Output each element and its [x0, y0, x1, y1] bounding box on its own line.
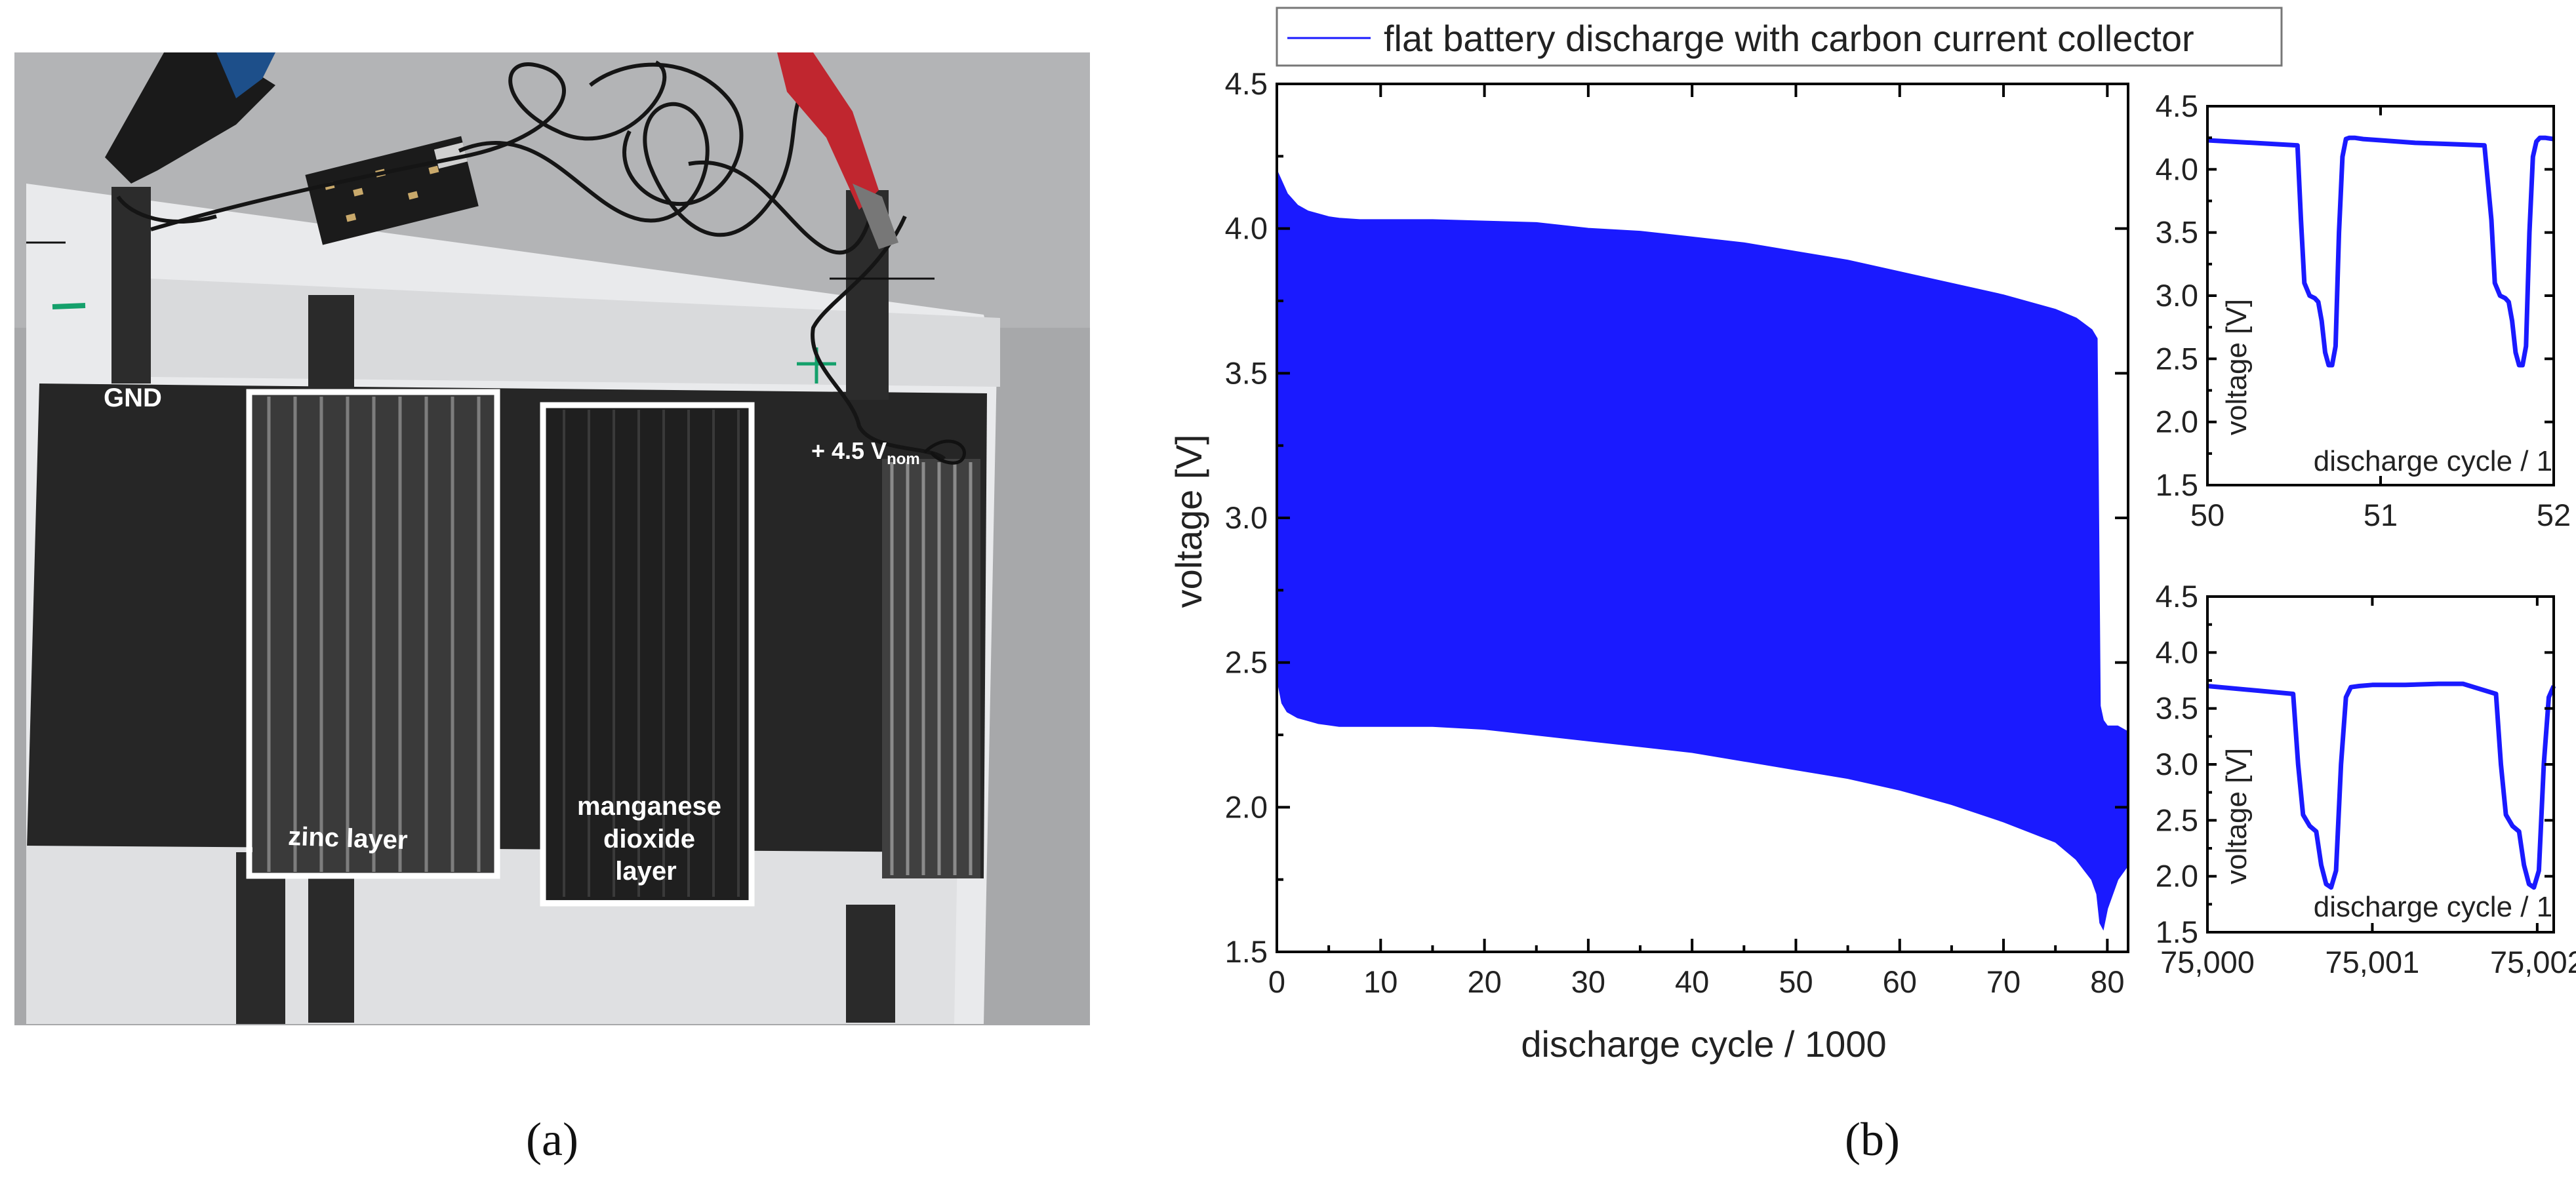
zinc-label: zinc layer	[288, 822, 409, 855]
legend-box	[1276, 7, 2283, 67]
y-tick-label: 2.5	[1225, 645, 1268, 680]
voltage-line	[2207, 681, 2556, 890]
x-tick-label: 60	[1883, 964, 1917, 999]
blue-clip-handle	[216, 52, 275, 98]
x-tick-label: 80	[2090, 964, 2124, 999]
y-tick-label: 4.5	[2156, 88, 2198, 123]
battery-photo: GND + 4.5 Vnom zinc layer manganese diox…	[14, 52, 1090, 1025]
mno2-label-line3: layer	[615, 857, 676, 886]
mno2-region	[544, 405, 751, 900]
caption-b: (b)	[1845, 1113, 1900, 1166]
y-tick-label: 1.5	[1225, 934, 1268, 969]
plus-voltage-label: + 4.5 Vnom	[811, 437, 920, 468]
discharge-band	[1276, 170, 2129, 931]
inset1-ylabel: voltage [V]	[2221, 299, 2253, 435]
x-tick-label: 75,000	[2160, 945, 2255, 979]
red-clip-jaw	[853, 184, 898, 249]
tape-bottom-right	[846, 905, 895, 1023]
y-tick-label: 2.0	[2156, 404, 2198, 439]
inset-chart-cycles-50-52: 1.5 2.0 2.5 3.0 3.5 4.0 4.5 50 51 52 discharge cy…	[2156, 88, 2571, 532]
voltage-line	[2207, 135, 2554, 368]
red-clip	[777, 52, 879, 210]
y-tick-label: 3.0	[2156, 747, 2198, 781]
y-tick-label: 1.5	[2156, 914, 2198, 949]
x-tick-label: 20	[1467, 964, 1501, 999]
y-tick-label: 3.5	[2156, 691, 2198, 726]
legend-entry: flat battery discharge with carbon curre…	[1384, 18, 2194, 59]
tape-strip	[151, 279, 1000, 387]
tape-bottom-left	[236, 852, 285, 1024]
wire-loop	[923, 439, 966, 465]
main-discharge-chart: flat battery discharge with carbon curre…	[1168, 7, 2283, 1065]
mno2-label-line2: dioxide	[603, 825, 695, 854]
caption-a: (a)	[526, 1113, 578, 1166]
x-tick-label: 70	[1986, 964, 2021, 999]
legend: flat battery discharge with carbon curre…	[1276, 7, 2283, 67]
y-tick-label: 4.0	[2156, 635, 2198, 669]
x-tick-label: 75,002	[2490, 945, 2576, 979]
x-tick-label: 75,001	[2325, 945, 2420, 979]
x-tick-label: 0	[1268, 964, 1285, 999]
y-tick-label: 4.0	[1225, 211, 1268, 246]
zinc-stripes	[252, 393, 498, 878]
y-tick-label: 2.5	[2156, 802, 2198, 837]
wires	[116, 60, 946, 461]
x-tick-label: 30	[1571, 964, 1605, 999]
main-xlabel: discharge cycle / 1000	[1521, 1023, 1886, 1065]
tape-left	[111, 187, 151, 384]
inset1-xlabel: discharge cycle / 1	[2314, 445, 2552, 477]
y-tick-label: 3.5	[1225, 355, 1268, 390]
y-tick-label: 3.0	[1225, 500, 1268, 535]
zinc-box	[246, 389, 500, 879]
y-tick-label: 2.0	[1225, 789, 1268, 824]
mno2-box	[540, 402, 755, 907]
gnd-label: GND	[104, 384, 162, 412]
x-tick-label: 52	[2537, 498, 2571, 532]
x-tick-label: 10	[1363, 964, 1398, 999]
y-tick-label: 4.5	[2156, 579, 2198, 614]
y-tick-label: 3.0	[2156, 278, 2198, 313]
main-ylabel: voltage [V]	[1168, 435, 1209, 608]
mno2-label-line1: manganese	[577, 792, 721, 821]
x-tick-label: 50	[2190, 498, 2224, 532]
y-tick-label: 2.0	[2156, 859, 2198, 894]
inset2-xlabel: discharge cycle / 1	[2314, 891, 2552, 923]
mno2-stripes	[563, 410, 740, 897]
x-tick-label: 40	[1675, 964, 1709, 999]
y-tick-label: 4.0	[2156, 151, 2198, 186]
right-stripes	[882, 459, 980, 878]
y-tick-label: 2.5	[2156, 341, 2198, 376]
right-stripe-lines	[890, 462, 973, 875]
inset2-ylabel: voltage [V]	[2221, 748, 2253, 884]
y-tick-label: 4.5	[1225, 66, 1268, 101]
x-tick-label: 51	[2364, 498, 2398, 532]
y-tick-label: 3.5	[2156, 215, 2198, 250]
y-tick-label: 1.5	[2156, 467, 2198, 502]
green-mark	[52, 303, 86, 309]
x-tick-label: 50	[1779, 964, 1813, 999]
